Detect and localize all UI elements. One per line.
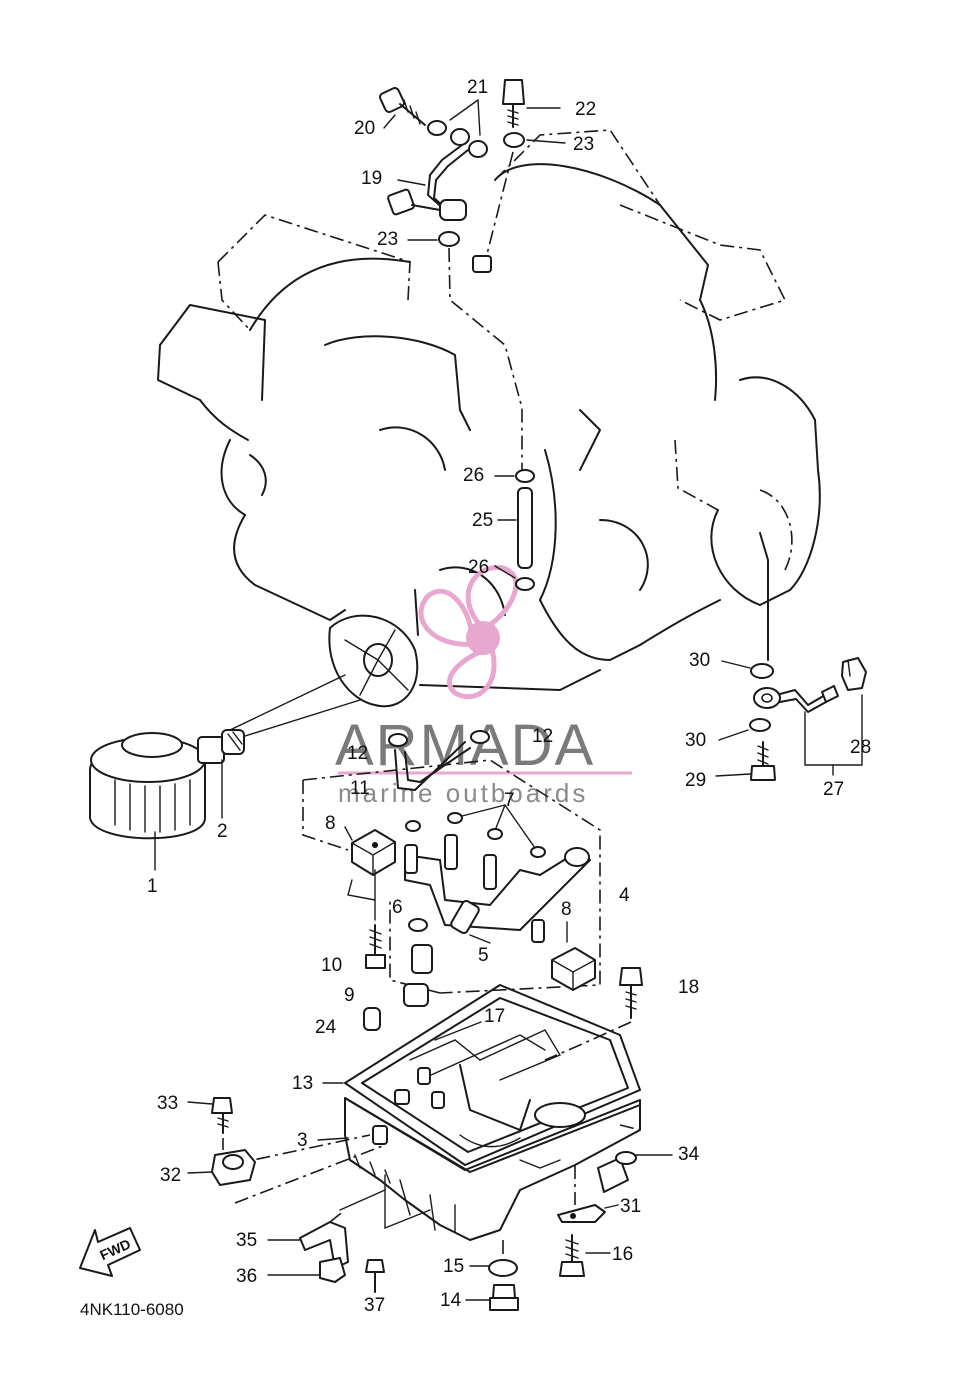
callout-22: 22 (575, 99, 596, 120)
callout-34: 34 (678, 1144, 700, 1165)
callout-20: 20 (354, 118, 375, 139)
callout-26a: 26 (463, 465, 484, 486)
callout-37: 37 (364, 1295, 385, 1316)
callout-35: 35 (236, 1230, 257, 1251)
callout-12b: 12 (532, 726, 553, 747)
callout-3: 3 (297, 1130, 308, 1151)
oil-delivery-pipe-group (379, 79, 566, 470)
callout-8a: 8 (325, 813, 336, 834)
callout-30a: 30 (689, 650, 710, 671)
callout-25: 25 (472, 510, 493, 531)
callout-17: 17 (484, 1006, 505, 1027)
callout-13: 13 (292, 1073, 313, 1094)
watermark-logo: ARMADA marine outboards (335, 565, 632, 808)
callout-28: 28 (850, 737, 871, 758)
diagram-code: 4NK110-6080 (80, 1300, 184, 1319)
engine-crankcase-outline (157, 129, 821, 691)
callout-31: 31 (620, 1196, 641, 1217)
callout-5: 5 (478, 945, 489, 966)
callout-6: 6 (392, 897, 403, 918)
callout-2: 2 (217, 821, 228, 842)
callout-7: 7 (504, 790, 515, 811)
drain-and-sensor-group (187, 1097, 673, 1311)
watermark-brand: ARMADA (335, 713, 595, 778)
callout-29: 29 (685, 770, 706, 791)
callout-23b: 23 (377, 229, 398, 250)
watermark-tagline: marine outboards (338, 778, 588, 808)
callout-labels: 1 2 3 4 5 6 7 8 8 9 10 11 12 12 13 14 15… (147, 77, 871, 1316)
oil-pipe-25-group (494, 469, 535, 591)
callout-21: 21 (467, 77, 488, 98)
callout-32: 32 (160, 1165, 181, 1186)
oil-filter-group (89, 614, 419, 871)
callout-11: 11 (350, 778, 370, 799)
callout-15: 15 (443, 1256, 464, 1277)
callout-16: 16 (612, 1244, 633, 1265)
callout-33: 33 (157, 1093, 178, 1114)
fwd-arrow-icon: FWD (79, 1227, 141, 1277)
callout-30b: 30 (685, 730, 706, 751)
callout-12a: 12 (347, 743, 368, 764)
callout-10: 10 (321, 955, 342, 976)
callout-27: 27 (823, 779, 844, 800)
callout-36: 36 (236, 1266, 257, 1287)
callout-1: 1 (147, 876, 158, 897)
oil-strainer-group (302, 730, 601, 1007)
callout-8b: 8 (561, 899, 572, 920)
oil-pan-group (229, 967, 643, 1241)
callout-14: 14 (440, 1290, 462, 1311)
callout-4: 4 (619, 885, 630, 906)
callout-19: 19 (361, 168, 382, 189)
propeller-icon (418, 565, 519, 700)
oil-level-switch-group (715, 532, 867, 781)
callout-24: 24 (315, 1017, 337, 1038)
callout-9: 9 (344, 985, 355, 1006)
callout-26b: 26 (468, 557, 489, 578)
callout-23a: 23 (573, 134, 594, 155)
callout-18: 18 (678, 977, 699, 998)
